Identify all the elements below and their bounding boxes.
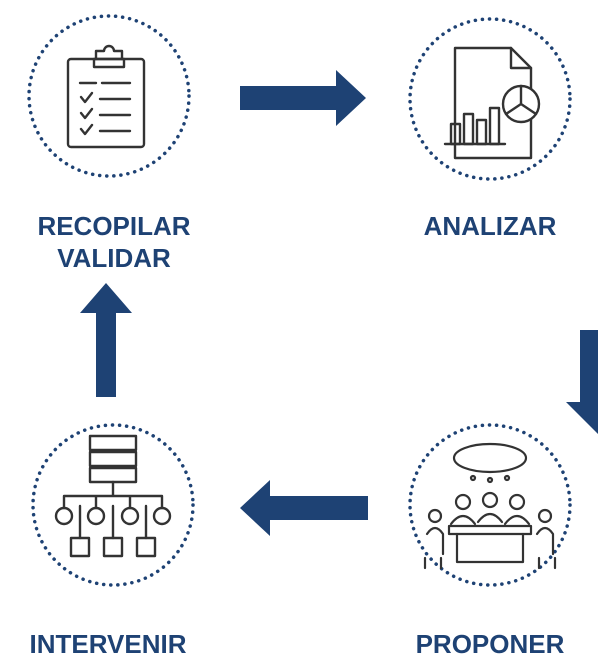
step-recopilar-node: [24, 11, 194, 181]
arrow-right: [240, 70, 366, 126]
step-analizar-line-1: ANALIZAR: [423, 211, 557, 241]
step-proponer-node: [405, 420, 575, 590]
step-analizar-label: ANALIZAR: [400, 210, 580, 242]
step-recopilar-label: RECOPILAR VALIDAR: [24, 210, 204, 274]
step-proponer-label: PROPONER: [400, 628, 580, 660]
step-intervenir-node: [28, 420, 198, 590]
hierarchy-network-icon: [31, 423, 195, 587]
arrow-up: [80, 283, 132, 397]
arrow-down: [566, 330, 598, 434]
arrow-left: [240, 480, 368, 536]
report-chart-icon: [408, 17, 572, 181]
clipboard-checklist-icon: [27, 14, 191, 178]
step-recopilar-line-2: VALIDAR: [57, 243, 171, 273]
team-meeting-icon: [408, 423, 572, 587]
step-proponer-line-1: PROPONER: [415, 629, 565, 659]
step-intervenir-line-1: INTERVENIR: [29, 629, 187, 659]
step-intervenir-label: INTERVENIR: [18, 628, 198, 660]
step-analizar-node: [405, 14, 575, 184]
step-recopilar-line-1: RECOPILAR: [37, 211, 191, 241]
